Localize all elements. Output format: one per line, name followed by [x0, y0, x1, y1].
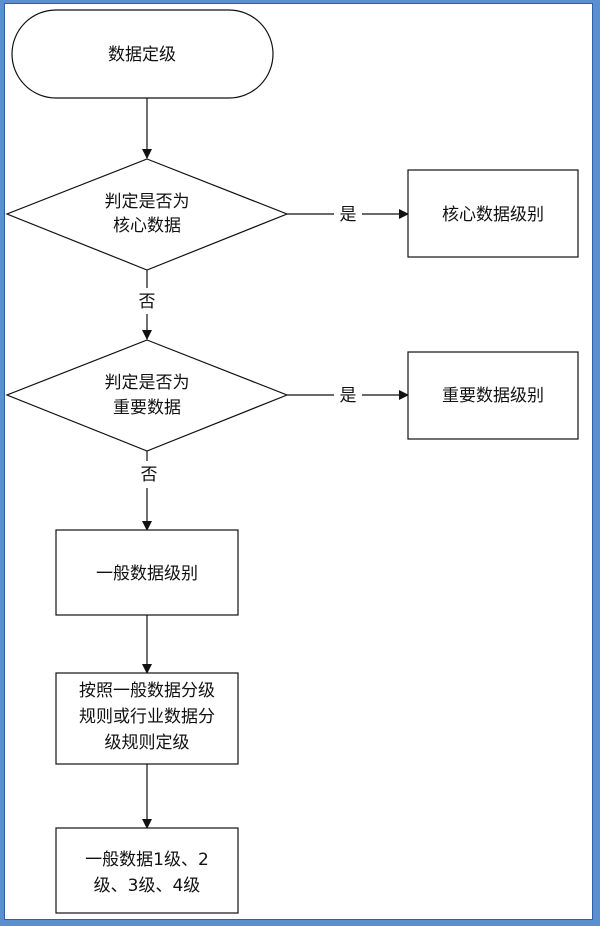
- decision-core-line1: 判定是否为: [105, 192, 190, 212]
- rule-grading-node: 按照一般数据分级 规则或行业数据分 级规则定级: [55, 672, 239, 765]
- rule-grading-line3: 级规则定级: [105, 733, 190, 753]
- general-level-node: 一般数据级别: [55, 529, 239, 616]
- general-sub-levels-line2: 级、3级、4级: [94, 876, 201, 896]
- rule-grading-line1: 按照一般数据分级: [79, 681, 215, 701]
- rule-grading-line2: 规则或行业数据分: [79, 707, 215, 727]
- important-level-node: 重要数据级别: [407, 351, 579, 440]
- decision-core-node: 判定是否为 核心数据: [5, 158, 289, 271]
- decision-important-line2: 重要数据: [113, 398, 181, 418]
- diagram-canvas: [4, 3, 593, 920]
- edge-yes-2-label: 是: [340, 386, 357, 406]
- core-level-label: 核心数据级别: [442, 205, 544, 225]
- general-level-label: 一般数据级别: [96, 564, 198, 584]
- start-label: 数据定级: [108, 45, 176, 65]
- general-sub-levels-line1: 一般数据1级、2: [85, 850, 209, 870]
- decision-core-line2: 核心数据: [113, 216, 181, 236]
- edge-yes-1-label: 是: [340, 205, 357, 225]
- decision-important-line1: 判定是否为: [105, 373, 190, 393]
- start-node: 数据定级: [11, 9, 274, 99]
- edge-no-1-label: 否: [139, 292, 156, 312]
- important-level-label: 重要数据级别: [442, 386, 544, 406]
- general-sub-levels-node: 一般数据1级、2 级、3级、4级: [55, 827, 239, 914]
- edge-no-2-label: 否: [141, 465, 158, 485]
- core-level-node: 核心数据级别: [407, 169, 579, 258]
- decision-important-node: 判定是否为 重要数据: [5, 339, 289, 452]
